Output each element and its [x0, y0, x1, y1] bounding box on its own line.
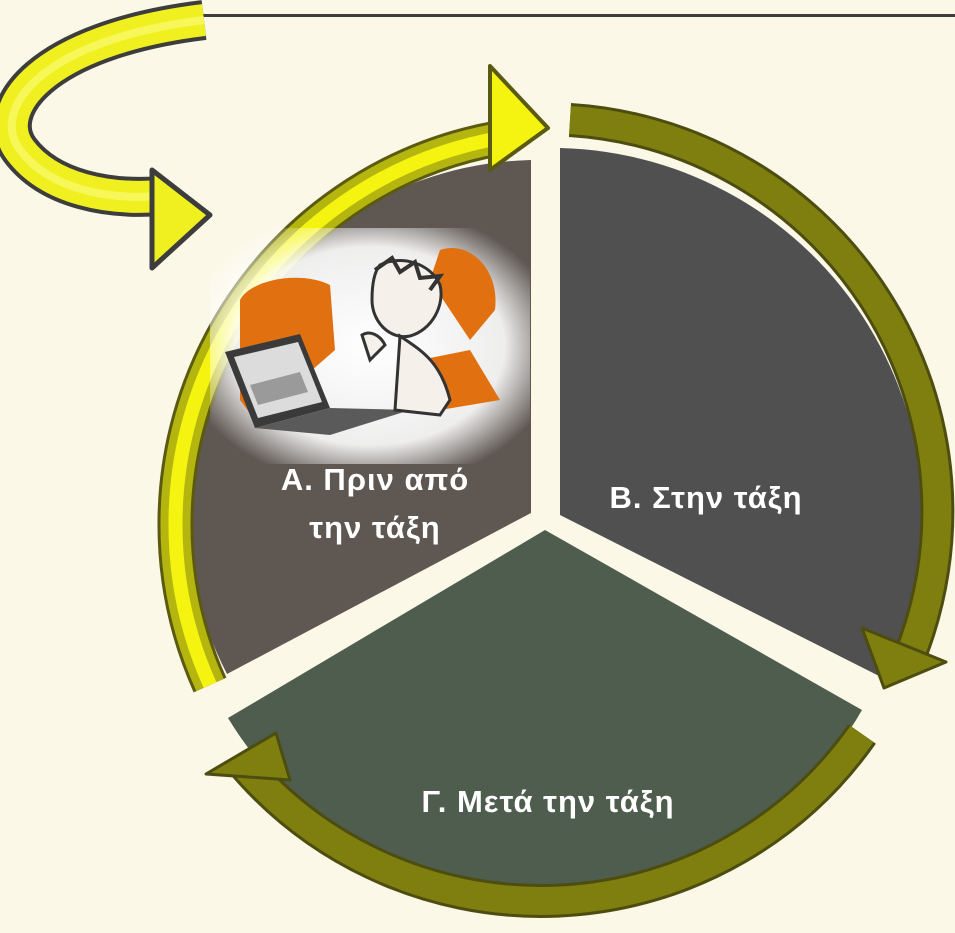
student-at-laptop-icon [210, 228, 530, 464]
segment-b-label: Β. Στην τάξη [609, 480, 802, 515]
curved-pointer-arrow-icon [12, 20, 210, 268]
segment-a-label-line2: την τάξη [309, 510, 440, 545]
segment-a-label-line1: Α. Πριν από [281, 462, 469, 497]
segment-c-label: Γ. Μετά την τάξη [421, 784, 674, 819]
